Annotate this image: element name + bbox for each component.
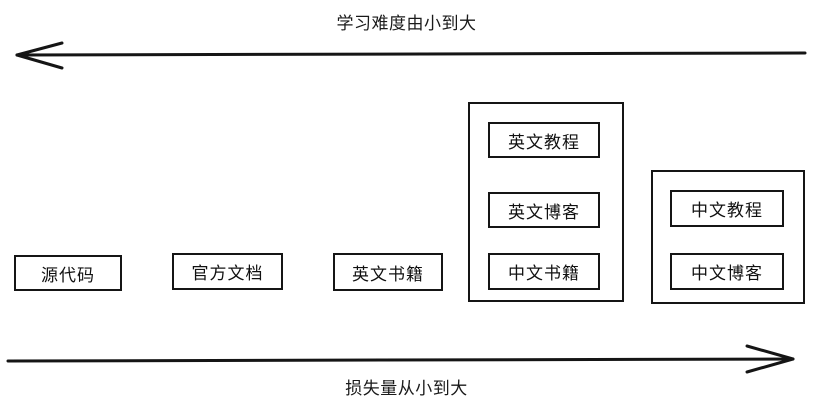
node-label: 官方文档 bbox=[191, 264, 264, 284]
node-label: 英文教程 bbox=[508, 132, 580, 153]
node-english-books[interactable]: 英文书籍 bbox=[333, 253, 443, 291]
node-label: 英文博客 bbox=[508, 202, 580, 223]
node-label: 英文书籍 bbox=[352, 264, 424, 285]
node-official-docs[interactable]: 官方文档 bbox=[172, 253, 283, 290]
bottom-axis-label: 损失量从小到大 bbox=[345, 379, 468, 399]
node-chinese-tutorial[interactable]: 中文教程 bbox=[670, 190, 784, 227]
node-label: 源代码 bbox=[41, 265, 95, 286]
node-label: 中文教程 bbox=[691, 201, 763, 221]
node-source-code[interactable]: 源代码 bbox=[14, 255, 122, 291]
top-axis-label: 学习难度由小到大 bbox=[336, 14, 477, 34]
node-english-blog[interactable]: 英文博客 bbox=[488, 192, 600, 228]
node-chinese-blog[interactable]: 中文博客 bbox=[670, 253, 784, 290]
node-english-tutorial[interactable]: 英文教程 bbox=[488, 122, 600, 158]
node-label: 中文书籍 bbox=[508, 264, 580, 284]
bottom-arrow bbox=[6, 344, 795, 374]
node-label: 中文博客 bbox=[691, 264, 763, 284]
top-arrow bbox=[15, 41, 807, 70]
node-chinese-books[interactable]: 中文书籍 bbox=[488, 253, 600, 290]
